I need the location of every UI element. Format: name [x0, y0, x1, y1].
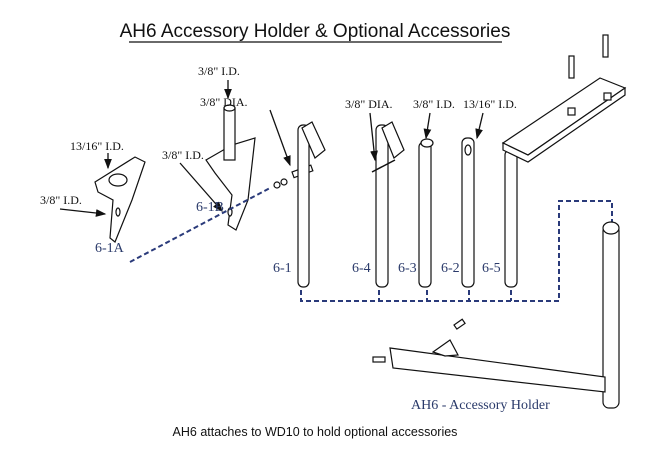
- callout-6-1a-13-16-id: 13/16" I.D.: [70, 139, 124, 153]
- callout-tube-6-2-id: 13/16" I.D.: [463, 97, 517, 111]
- bolt-icon: [602, 34, 609, 58]
- callout-6-1a-3-8-id: 3/8" I.D.: [40, 193, 82, 207]
- label-6-2: 6-2: [441, 261, 460, 276]
- nut-icon: [567, 107, 576, 116]
- callout-6-1b-top-3-8-id: 3/8" I.D.: [198, 64, 240, 78]
- tube-6-3: [418, 138, 434, 288]
- callout-6-1b-side-3-8-id: 3/8" I.D.: [162, 148, 204, 162]
- callout-pin-3-8-dia: 3/8" DIA.: [200, 95, 248, 109]
- diagram-caption: AH6 attaches to WD10 to hold optional ac…: [173, 425, 458, 439]
- callout-tube-6-4-dia: 3/8" DIA.: [345, 97, 393, 111]
- tube-6-5: [504, 149, 518, 288]
- callout-tube-6-3-id: 3/8" I.D.: [413, 97, 455, 111]
- dashed-connector-bracket: [129, 187, 271, 263]
- bracket-6-1a: [94, 156, 146, 243]
- label-6-5: 6-5: [482, 261, 501, 276]
- label-6-1a: 6-1A: [95, 241, 125, 256]
- bracket-6-1b: [205, 104, 256, 231]
- label-ah6: AH6 - Accessory Holder: [411, 398, 550, 413]
- dashed-connector-tubes: [300, 200, 613, 302]
- label-6-1: 6-1: [273, 261, 292, 276]
- accessory-holder-ah6: [372, 221, 620, 409]
- nut-icon: [603, 92, 612, 101]
- tube-6-4: [371, 121, 405, 288]
- tube-6-1: [297, 121, 326, 288]
- diagram-title: AH6 Accessory Holder & Optional Accessor…: [120, 21, 511, 42]
- mounting-plate: [501, 34, 627, 163]
- label-6-3: 6-3: [398, 261, 417, 276]
- label-6-4: 6-4: [352, 261, 371, 276]
- bolt-icon: [568, 55, 575, 79]
- label-6-1b: 6-1B: [196, 200, 224, 215]
- tube-6-2: [461, 137, 475, 288]
